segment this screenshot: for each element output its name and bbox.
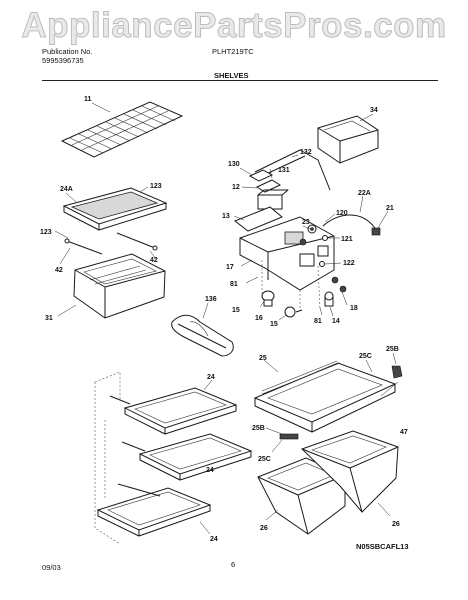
glass-shelf-upper xyxy=(109,379,238,435)
control-light-assembly xyxy=(233,149,389,321)
glass-shelf-middle xyxy=(121,433,253,481)
watermark-logo: AppliancePartsPros.com xyxy=(21,6,447,46)
callout-121: 121 xyxy=(341,236,353,243)
callout-123-top: 123 xyxy=(150,183,162,190)
callout-31: 31 xyxy=(45,315,53,322)
callout-21: 21 xyxy=(386,205,394,212)
callout-18: 18 xyxy=(350,305,358,312)
callout-132: 132 xyxy=(300,149,312,156)
callout-122: 122 xyxy=(343,260,355,267)
callout-14: 14 xyxy=(332,318,340,325)
callout-81-left: 81 xyxy=(230,281,238,288)
callout-22A: 22A xyxy=(358,190,371,197)
callout-25C-upper: 25C xyxy=(359,353,372,360)
publication-label: Publication No. xyxy=(42,47,93,56)
footer-page-number: 6 xyxy=(231,560,236,569)
publication-number: 5995396735 xyxy=(42,56,84,65)
light-shield xyxy=(171,302,234,357)
cabinet-liner-outline xyxy=(94,371,121,545)
callout-15-lower: 15 xyxy=(270,321,278,328)
callout-42-right: 42 xyxy=(150,257,158,264)
callout-131: 131 xyxy=(278,167,290,174)
callout-123-left: 123 xyxy=(40,229,52,236)
callout-labels: 11 34 130 132 131 12 24A 123 13 120 22A … xyxy=(40,96,408,543)
callout-17: 17 xyxy=(226,264,234,271)
callout-24A: 24A xyxy=(60,186,73,193)
callout-26-right: 26 xyxy=(392,521,400,528)
callout-136: 136 xyxy=(205,296,217,303)
diagram-code: N05SBCAFL13 xyxy=(356,542,409,551)
callout-24-lower: 24 xyxy=(210,536,218,543)
crisper-pan-right xyxy=(301,430,399,517)
glass-shelf-lower xyxy=(96,483,212,537)
callout-25B-lower: 25B xyxy=(252,425,265,432)
callout-16: 16 xyxy=(255,315,263,322)
callout-120: 120 xyxy=(336,210,348,217)
callout-13: 13 xyxy=(222,213,230,220)
footer-date: 09/03 xyxy=(42,563,61,572)
callout-25: 25 xyxy=(259,355,267,362)
callout-47: 47 xyxy=(400,429,408,436)
callout-25C-lower: 25C xyxy=(258,456,271,463)
model-number: PLHT219TC xyxy=(212,47,254,56)
callout-15-upper: 15 xyxy=(232,307,240,314)
callout-25B-upper: 25B xyxy=(386,346,399,353)
callout-24-middle: 24 xyxy=(206,467,214,474)
callout-11: 11 xyxy=(84,96,92,103)
callout-12: 12 xyxy=(232,184,240,191)
callout-26-left: 26 xyxy=(260,525,268,532)
callout-23: 23 xyxy=(302,219,310,226)
door-bin xyxy=(317,113,379,164)
callout-34: 34 xyxy=(370,107,378,114)
callout-81-right: 81 xyxy=(314,318,322,325)
crisper-pan-left xyxy=(257,457,346,535)
callout-130: 130 xyxy=(228,161,240,168)
callout-24-upper: 24 xyxy=(207,374,215,381)
section-title: SHELVES xyxy=(214,71,249,80)
header-rule xyxy=(42,80,438,81)
crisper-cover xyxy=(253,352,403,453)
callout-42-left: 42 xyxy=(55,267,63,274)
deli-drawer-assembly xyxy=(54,186,168,319)
wire-shelf xyxy=(60,101,184,158)
